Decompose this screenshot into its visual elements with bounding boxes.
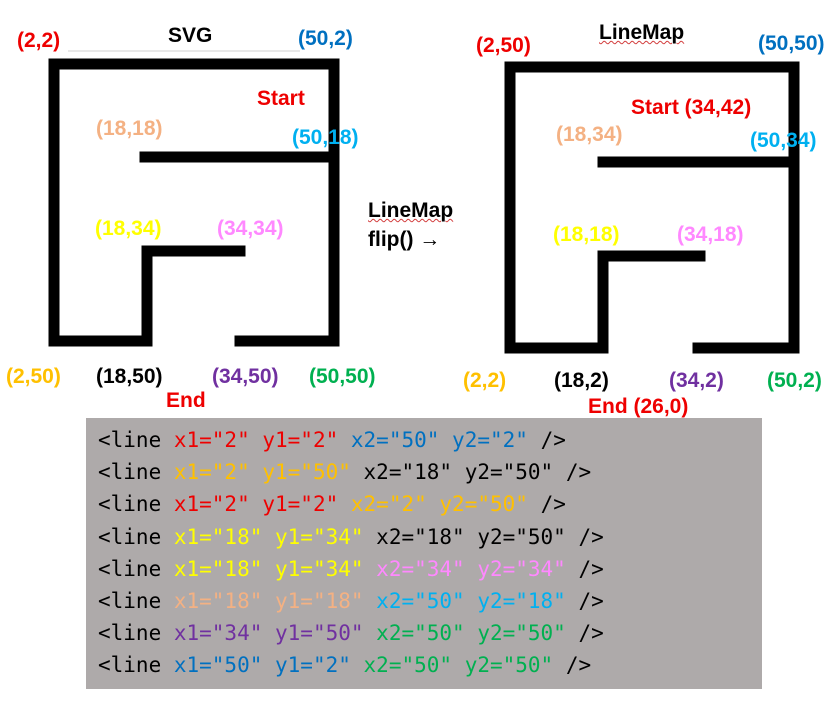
right-coord-bottom-gap: (34,2) (669, 369, 724, 392)
code-line: <line x1="2" y1="2" x2="50" y2="2" /> (98, 430, 566, 451)
code-line: <line x1="50" y1="2" x2="50" y2="50" /> (98, 655, 591, 676)
code-token: y1="34" (275, 524, 377, 549)
left-coord-bottom-left: (2,50) (6, 365, 61, 388)
right-title: LineMap (599, 22, 684, 43)
left-coord-bottom-right: (50,50) (309, 365, 376, 388)
code-token: x2="50" (376, 589, 478, 613)
left-start-label: Start (257, 87, 305, 110)
left-coord-wall-left: (18,18) (96, 117, 163, 140)
left-maze (48, 58, 340, 347)
code-token: x1="2" (173, 428, 263, 452)
flip-class-text: LineMap (368, 199, 454, 222)
code-token: /> (578, 524, 604, 549)
left-coord-inner-left: (18,34) (95, 217, 162, 240)
code-token: y1="50" (262, 460, 364, 485)
code-token: x2="34" (376, 556, 478, 581)
left-coord-wall-right: (50,18) (292, 126, 359, 149)
right-coord-wall-right: (50,34) (750, 129, 817, 152)
code-token: <line (98, 524, 174, 549)
code-token: x1="2" (173, 460, 263, 485)
code-token: /> (540, 492, 566, 517)
right-coord-inner-right: (34,18) (677, 223, 744, 246)
right-end-label: End (26,0) (588, 395, 689, 418)
code-token: y2="50" (464, 460, 566, 485)
code-token: y1="2" (275, 653, 364, 678)
code-line: <line x1="2" y1="50" x2="18" y2="50" /> (98, 462, 591, 483)
code-token: /> (565, 460, 592, 485)
code-token: y2="50" (464, 653, 566, 678)
code-token: x1="18" (173, 556, 276, 581)
code-token: /> (565, 653, 592, 678)
code-line: <line x1="34" y1="50" x2="50" y2="50" /> (98, 623, 604, 644)
code-token: <line (98, 492, 174, 517)
code-token: x2="18" (376, 524, 478, 549)
flip-operation-label: LineMap flip() → (368, 196, 453, 254)
code-line: <line x1="18" y1="34" x2="18" y2="50" /> (98, 524, 604, 549)
code-token: x1="18" (173, 524, 276, 549)
code-line: <line x1="2" y1="2" x2="2" y2="50" /> (98, 494, 566, 515)
left-coord-bottom-mid: (18,50) (96, 365, 163, 388)
right-coord-bottom-mid: (18,2) (554, 369, 609, 392)
left-coord-top-left: (2,2) (17, 29, 61, 52)
code-token: x2="2" (350, 492, 440, 517)
code-token: y2="50" (439, 492, 541, 517)
code-token: y1="50" (275, 621, 377, 646)
left-coord-top-right: (50,2) (298, 27, 353, 50)
code-token: <line (98, 428, 174, 452)
code-token: x1="34" (173, 621, 276, 646)
code-token: y1="34" (275, 556, 377, 581)
code-token: x2="18" (363, 460, 465, 485)
code-token: <line (98, 556, 174, 581)
code-token: y2="50" (477, 621, 579, 646)
code-token: x2="50" (350, 428, 453, 452)
code-token: y1="2" (262, 428, 351, 452)
right-coord-wall-left: (18,34) (556, 123, 623, 146)
code-token: y1="2" (262, 492, 351, 517)
code-token: /> (578, 556, 604, 581)
code-line: <line x1="18" y1="18" x2="50" y2="18" /> (98, 591, 604, 612)
left-coord-bottom-gap: (34,50) (212, 365, 279, 388)
right-coord-bottom-left: (2,2) (463, 369, 507, 392)
left-end-label: End (166, 389, 206, 412)
code-token: /> (578, 621, 604, 646)
code-token: x1="18" (173, 589, 276, 613)
code-token: x1="50" (173, 653, 276, 678)
code-token: <line (98, 589, 174, 613)
svg-code-block: <line x1="2" y1="2" x2="50" y2="2" /><li… (86, 418, 762, 689)
code-token: x1="2" (173, 492, 263, 517)
right-maze (504, 61, 800, 354)
code-token: /> (540, 428, 566, 452)
right-coord-bottom-right: (50,2) (767, 369, 822, 392)
code-token: y2="50" (477, 524, 579, 549)
code-token: y2="2" (452, 428, 541, 452)
left-coord-inner-right: (34,34) (217, 217, 284, 240)
code-token: <line (98, 653, 174, 678)
right-coord-top-left: (2,50) (476, 34, 531, 57)
left-title: SVG (168, 24, 213, 47)
code-token: /> (578, 589, 604, 613)
flip-method: flip() → (368, 228, 441, 251)
code-token: x2="50" (363, 653, 465, 678)
code-token: <line (98, 460, 174, 485)
code-token: y2="34" (477, 556, 579, 581)
code-token: x2="50" (376, 621, 478, 646)
code-line: <line x1="18" y1="34" x2="34" y2="34" /> (98, 556, 604, 581)
right-coord-inner-left: (18,18) (553, 223, 620, 246)
code-token: <line (98, 621, 174, 646)
flip-class-name: LineMap (368, 196, 453, 225)
right-title-text: LineMap (599, 21, 685, 44)
right-start-label: Start (34,42) (631, 96, 752, 119)
code-token: y2="18" (477, 589, 579, 613)
right-coord-top-right: (50,50) (758, 32, 825, 55)
code-token: y1="18" (275, 589, 377, 613)
